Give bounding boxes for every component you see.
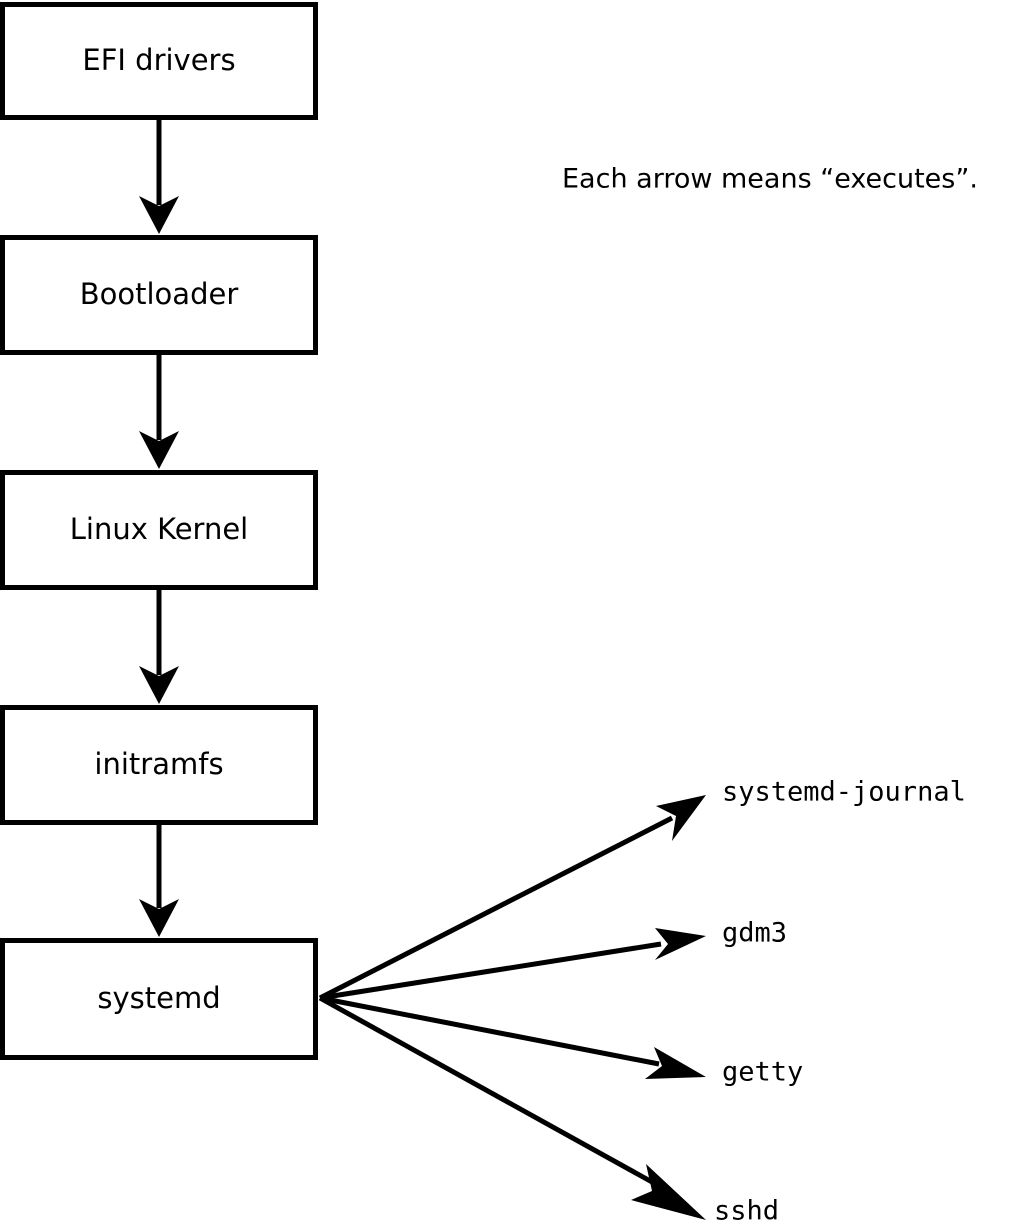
node-linux-kernel[interactable]: Linux Kernel: [0, 470, 318, 590]
edge-systemd-to-getty: [319, 995, 706, 1079]
edge-initramfs-to-systemd: [139, 824, 179, 937]
edge-systemd-to-gdm3: [319, 928, 706, 1001]
arrowhead-down-icon: [139, 196, 179, 234]
service-label-sshd: sshd: [714, 1196, 779, 1227]
node-efi-drivers[interactable]: EFI drivers: [0, 2, 318, 120]
node-bootloader[interactable]: Bootloader: [0, 235, 318, 355]
edge-systemd-to-systemd-journal: [318, 795, 706, 1001]
edge-bootloader-to-linux-kernel: [139, 354, 179, 469]
node-box-initramfs: [0, 705, 318, 825]
edge-line-systemd-to-getty: [319, 995, 660, 1067]
edge-line-systemd-to-journal: [318, 815, 674, 1001]
node-box-bootloader: [0, 235, 318, 355]
arrowhead-down-icon: [139, 899, 179, 937]
service-label-systemd-journal: systemd-journal: [722, 777, 966, 808]
node-box-systemd: [0, 938, 318, 1060]
node-label-initramfs: initramfs: [94, 747, 223, 781]
arrowhead-down-right-icon: [631, 1164, 706, 1220]
arrowhead-down-icon: [139, 431, 179, 469]
arrowhead-up-right-icon: [656, 795, 706, 841]
node-label-efi-drivers: EFI drivers: [82, 43, 235, 77]
arrowhead-down-right-icon: [645, 1047, 706, 1079]
node-label-systemd: systemd: [97, 981, 220, 1015]
node-systemd[interactable]: systemd: [0, 938, 318, 1060]
service-label-getty: getty: [722, 1057, 803, 1088]
node-initramfs[interactable]: initramfs: [0, 705, 318, 825]
node-box-linux-kernel: [0, 470, 318, 590]
arrowhead-right-icon: [655, 928, 706, 960]
diagram-caption: Each arrow means “executes”.: [562, 164, 978, 195]
arrowhead-down-icon: [139, 666, 179, 704]
edge-linux-kernel-to-initramfs: [139, 589, 179, 704]
edge-systemd-to-sshd: [318, 995, 706, 1220]
node-label-bootloader: Bootloader: [80, 277, 239, 311]
edge-efi-drivers-to-bootloader: [139, 119, 179, 234]
node-label-linux-kernel: Linux Kernel: [70, 512, 248, 546]
service-label-gdm3: gdm3: [722, 918, 787, 949]
edge-line-systemd-to-gdm3: [319, 941, 662, 1001]
edge-line-systemd-to-sshd: [318, 995, 654, 1185]
node-box-efi-drivers: [0, 2, 318, 120]
